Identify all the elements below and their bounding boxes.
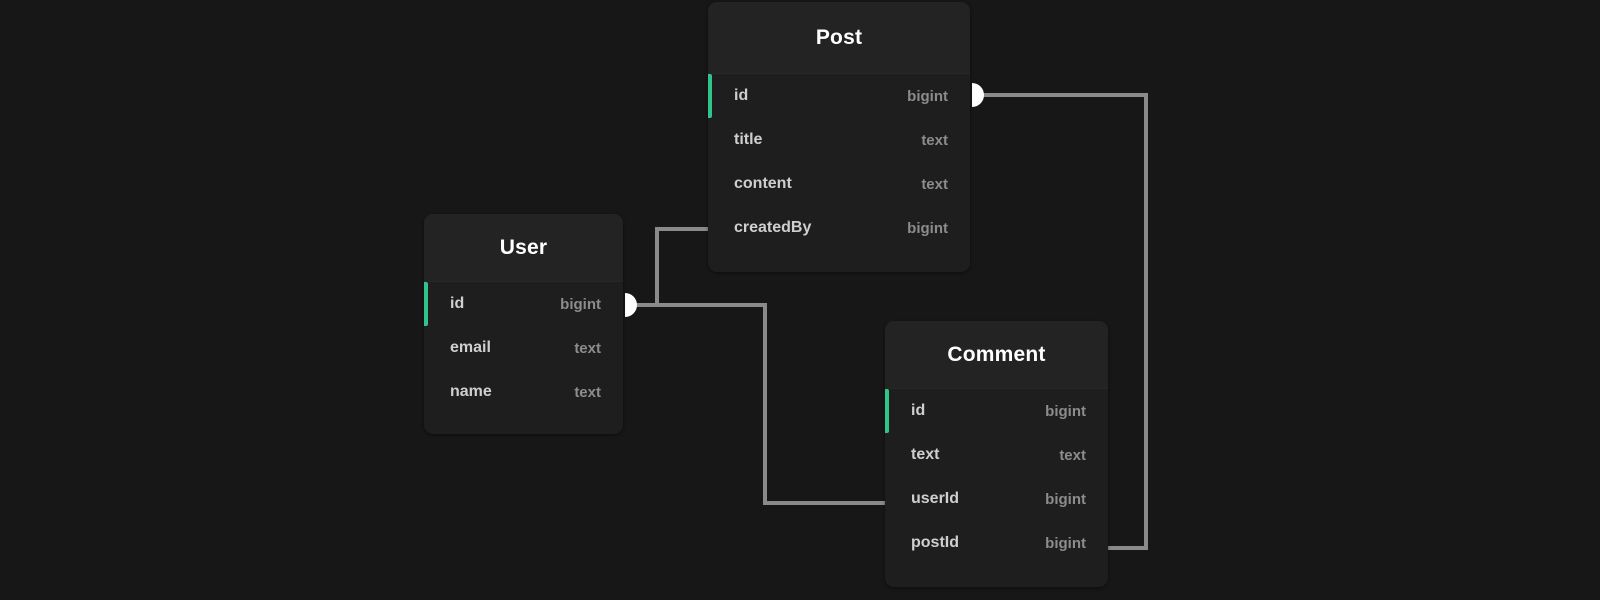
field-type: bigint [1045,490,1086,508]
table-title-user: User [424,214,623,282]
field-row-user-id[interactable]: id bigint [424,282,623,326]
field-name: id [450,295,465,312]
edge-user-id-to-comment-userid [625,303,885,505]
field-row-post-content[interactable]: content text [708,162,970,206]
field-name: content [734,175,792,192]
field-type: bigint [1045,534,1086,552]
field-row-post-createdby[interactable]: createdBy bigint [708,206,970,250]
primary-key-indicator-icon [885,389,889,433]
field-type: bigint [907,87,948,105]
field-row-comment-userid[interactable]: userId bigint [885,477,1108,521]
table-node-user[interactable]: User id bigint email text name text [424,214,623,434]
field-name: title [734,131,763,148]
marker-user-id-endpoint [625,293,637,317]
field-type: text [921,131,948,149]
field-type: text [1059,446,1086,464]
table-title-comment: Comment [885,321,1108,389]
field-row-user-name[interactable]: name text [424,370,623,414]
field-name: createdBy [734,219,812,236]
table-node-post[interactable]: Post id bigint title text content text c… [708,2,970,272]
field-name: name [450,383,492,400]
field-type: text [921,175,948,193]
field-type: text [574,339,601,357]
field-row-user-email[interactable]: email text [424,326,623,370]
field-name: id [911,402,926,419]
primary-key-indicator-icon [424,282,428,326]
field-name: id [734,87,749,104]
table-fields-user: id bigint email text name text [424,282,623,434]
field-name: userId [911,490,960,507]
field-row-comment-text[interactable]: text text [885,433,1108,477]
primary-key-indicator-icon [708,74,712,118]
field-type: bigint [560,295,601,313]
field-name: postId [911,534,959,551]
field-row-post-title[interactable]: title text [708,118,970,162]
field-name: text [911,446,940,463]
field-row-post-id[interactable]: id bigint [708,74,970,118]
table-fields-comment: id bigint text text userId bigint postId… [885,389,1108,587]
field-type: bigint [1045,402,1086,420]
field-row-comment-id[interactable]: id bigint [885,389,1108,433]
field-name: email [450,339,491,356]
table-node-comment[interactable]: Comment id bigint text text userId bigin… [885,321,1108,587]
field-type: text [574,383,601,401]
field-row-comment-postid[interactable]: postId bigint [885,521,1108,565]
table-title-post: Post [708,2,970,74]
edge-user-id-to-post-createdby [625,227,708,307]
marker-post-id-endpoint [972,83,984,107]
table-fields-post: id bigint title text content text create… [708,74,970,272]
field-type: bigint [907,219,948,237]
